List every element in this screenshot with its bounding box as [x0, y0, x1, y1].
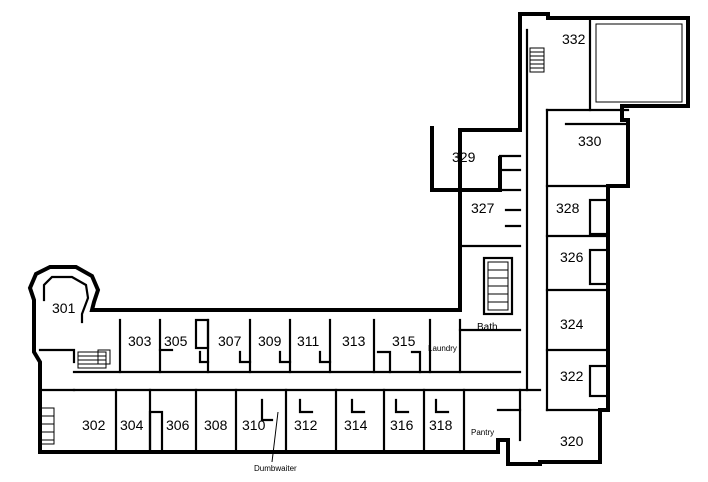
room-307-label: 307: [218, 333, 242, 349]
pantry-label: Pantry: [471, 428, 494, 437]
room-305-label: 305: [164, 333, 188, 349]
room-330-label: 330: [578, 133, 602, 149]
laundry-label: Laundry: [428, 344, 457, 353]
dumbwaiter-label: Dumbwaiter: [254, 464, 297, 473]
room-313-label: 313: [342, 333, 366, 349]
room-327-label: 327: [471, 200, 495, 216]
room-329-label: 329: [452, 149, 476, 165]
room-311-label: 311: [297, 333, 320, 349]
room-332-label: 332: [562, 31, 586, 47]
room-304-label: 304: [120, 417, 144, 433]
room-316-label: 316: [390, 417, 414, 433]
north-room-partitions: [38, 318, 462, 374]
room-318-label: 318: [429, 417, 453, 433]
room-308-label: 308: [204, 417, 228, 433]
east-wing-partitions: [458, 16, 683, 412]
room-315-label: 315: [392, 333, 416, 349]
room-306-label: 306: [166, 417, 190, 433]
room-labels: 301 302 303 304 305 306 307 308 309 310 …: [52, 31, 602, 449]
south-room-partitions: [38, 388, 522, 454]
corridor-walls: [72, 28, 549, 412]
bath-label: Bath: [477, 322, 498, 333]
room-328-label: 328: [556, 200, 580, 216]
room-324-label: 324: [560, 316, 584, 332]
feature-labels: Bath Laundry Pantry Dumbwaiter: [254, 322, 498, 473]
room-322-label: 322: [560, 368, 584, 384]
room-309-label: 309: [258, 333, 282, 349]
room-326-label: 326: [560, 249, 584, 265]
room-314-label: 314: [344, 417, 368, 433]
room-303-label: 303: [128, 333, 152, 349]
stairs: [42, 261, 509, 463]
room-320-label: 320: [560, 433, 584, 449]
room-310-label: 310: [242, 417, 266, 433]
room-301-label: 301: [52, 300, 76, 316]
room-302-label: 302: [82, 417, 106, 433]
room-312-label: 312: [294, 417, 318, 433]
